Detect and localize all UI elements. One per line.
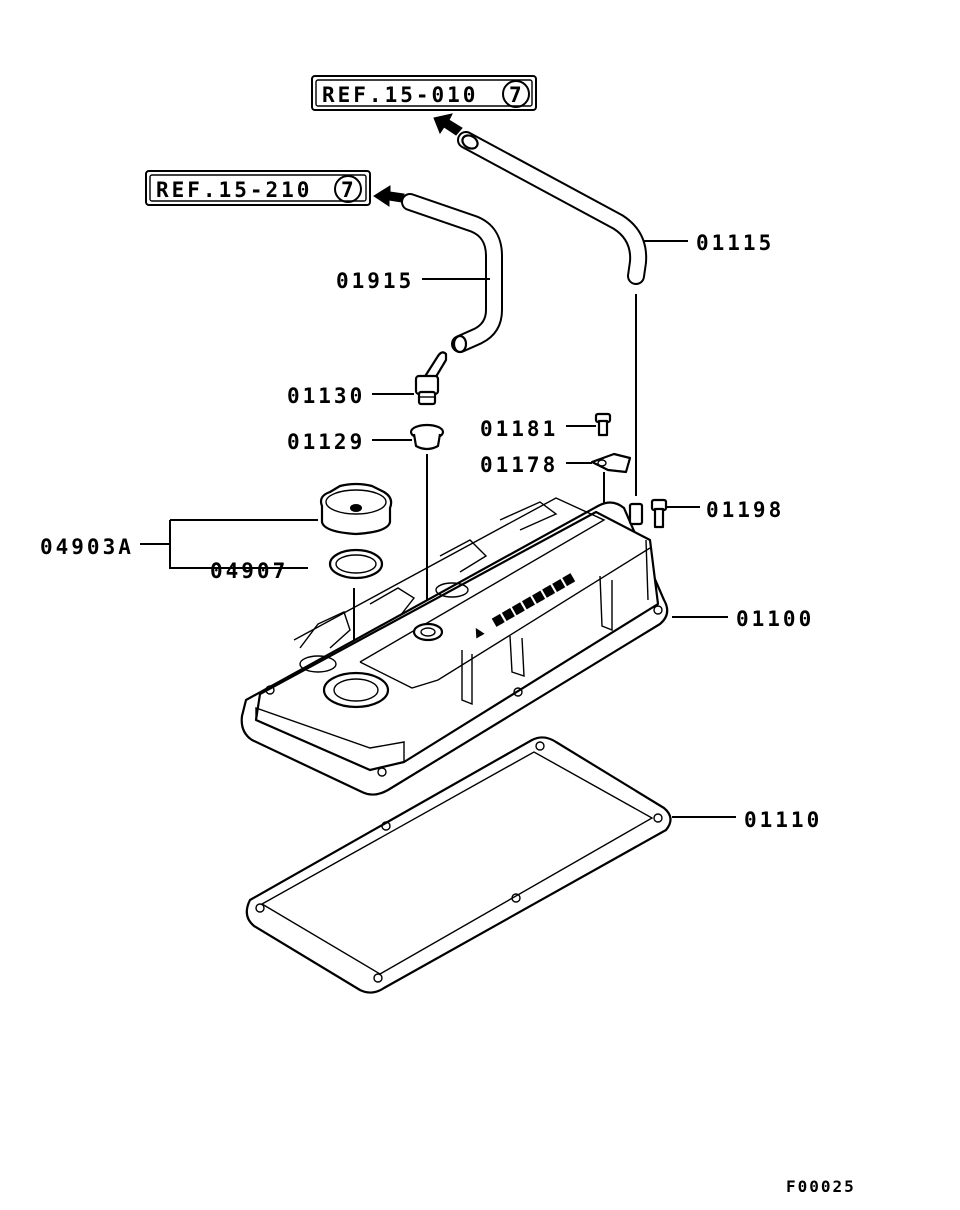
rocker-cover-01100[interactable]: ▲ ■■■■■■■■: [240, 497, 669, 796]
hose-01115[interactable]: [457, 131, 648, 285]
gasket-01110[interactable]: [245, 736, 672, 994]
figure-code: F00025: [786, 1177, 856, 1196]
label-01129: 01129: [287, 430, 365, 454]
label-01178: 01178: [480, 453, 558, 477]
arrow-to-ref-15-010: [433, 113, 463, 136]
label-04903A: 04903A: [40, 535, 134, 559]
ref-box-15-010[interactable]: REF.15-010 7: [311, 75, 537, 111]
bolt-01181[interactable]: [594, 412, 612, 437]
hose-01915[interactable]: [401, 193, 503, 354]
label-01115: 01115: [696, 231, 774, 255]
label-01130: 01130: [287, 384, 365, 408]
label-01181: 01181: [480, 417, 558, 441]
oil-filler-cap-04903A[interactable]: [319, 482, 393, 536]
o-ring-04907[interactable]: [328, 548, 384, 580]
arrow-to-ref-15-210: [373, 185, 405, 207]
label-04907: 04907: [210, 559, 288, 583]
ref-text-15-010: REF.15-010: [322, 83, 478, 107]
clamp-01178[interactable]: [590, 452, 632, 474]
label-01915: 01915: [336, 269, 414, 293]
ref-circle-15-210: 7: [341, 178, 357, 202]
label-01110: 01110: [744, 808, 822, 832]
label-01198: 01198: [706, 498, 784, 522]
ref-box-15-210[interactable]: REF.15-210 7: [145, 170, 371, 206]
pcv-valve-01130[interactable]: [414, 351, 448, 406]
grommet-01129[interactable]: [409, 423, 445, 451]
label-01100: 01100: [736, 607, 814, 631]
ref-text-15-210: REF.15-210: [156, 178, 312, 202]
bolt-01198[interactable]: [650, 498, 668, 529]
ref-circle-15-010: 7: [509, 83, 525, 107]
leader-bracket-04903A: [140, 519, 318, 569]
